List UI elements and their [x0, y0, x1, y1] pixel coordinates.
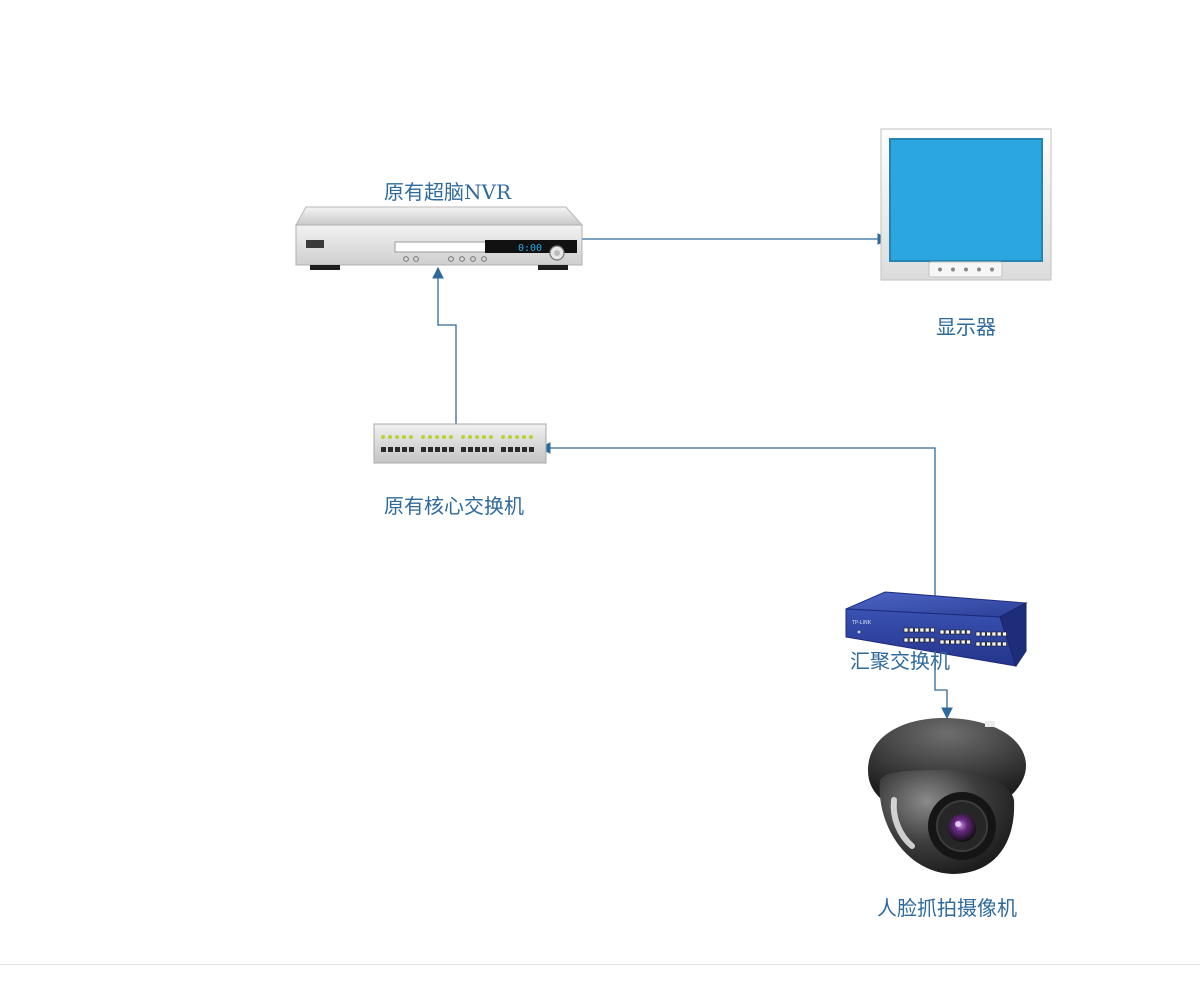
port: [924, 637, 930, 643]
port: [1002, 631, 1007, 637]
port-led: [395, 435, 399, 439]
port: [950, 639, 955, 645]
port: [482, 447, 487, 452]
svg-text:TP-LINK: TP-LINK: [851, 620, 872, 626]
port: [435, 447, 440, 452]
core-switch-ports: [381, 435, 534, 452]
port: [924, 627, 930, 633]
port: [508, 447, 513, 452]
bottom-divider: [0, 964, 1200, 965]
port: [449, 447, 454, 452]
port: [991, 641, 997, 647]
port: [903, 637, 909, 643]
port: [409, 447, 414, 452]
port: [986, 631, 991, 637]
port: [966, 629, 971, 635]
aggregation-switch-ports: [903, 627, 1007, 647]
aggregation-switch-label: 汇聚交换机: [850, 649, 950, 673]
nvr-display-readout: 0:00: [518, 243, 542, 254]
port: [996, 631, 1002, 637]
port: [919, 627, 925, 633]
monitor-icon[interactable]: [880, 128, 1052, 281]
port: [980, 631, 986, 637]
port: [529, 447, 534, 452]
core-switch-label: 原有核心交换机: [384, 494, 524, 518]
port: [955, 629, 961, 635]
port: [944, 629, 950, 635]
port-led: [428, 435, 432, 439]
port-led: [388, 435, 392, 439]
port-led: [442, 435, 446, 439]
edge-core-switch-to-nvr: [432, 266, 457, 424]
port: [515, 447, 520, 452]
port: [395, 447, 400, 452]
nvr-label: 原有超脑NVR: [384, 180, 512, 204]
port: [914, 627, 919, 633]
port: [388, 447, 393, 452]
core-switch-icon[interactable]: [373, 423, 547, 464]
edge-aggregation-to-camera: [934, 662, 953, 720]
port: [975, 641, 981, 647]
port: [919, 637, 925, 643]
port: [501, 447, 506, 452]
port: [930, 627, 935, 633]
port-led: [529, 435, 533, 439]
port: [489, 447, 494, 452]
port: [980, 641, 986, 647]
camera-label: 人脸抓拍摄像机: [877, 896, 1017, 920]
port-led: [468, 435, 472, 439]
port-led: [482, 435, 486, 439]
aggregation-switch-icon[interactable]: TP-LINK: [845, 591, 1028, 668]
port: [461, 447, 466, 452]
port: [381, 447, 386, 452]
port: [522, 447, 527, 452]
port: [903, 627, 909, 633]
port: [1002, 641, 1007, 647]
port: [442, 447, 447, 452]
port-led: [409, 435, 413, 439]
port: [955, 639, 961, 645]
port: [944, 639, 950, 645]
edge-aggregation-to-core-switch: [538, 442, 936, 597]
nvr-recorder-icon[interactable]: [295, 206, 584, 270]
port: [975, 631, 981, 637]
port-led: [501, 435, 505, 439]
port: [930, 637, 935, 643]
monitor-label: 显示器: [936, 315, 996, 339]
port-led: [515, 435, 519, 439]
port: [402, 447, 407, 452]
port: [960, 639, 966, 645]
port-led: [522, 435, 526, 439]
port-led: [489, 435, 493, 439]
port: [475, 447, 480, 452]
port: [950, 629, 955, 635]
port: [914, 637, 919, 643]
port-led: [461, 435, 465, 439]
port-led: [508, 435, 512, 439]
connector-lines: [432, 233, 953, 720]
port: [939, 639, 945, 645]
port-led: [449, 435, 453, 439]
port: [421, 447, 426, 452]
port: [939, 629, 945, 635]
port-led: [421, 435, 425, 439]
port: [960, 629, 966, 635]
dome-camera-icon[interactable]: [868, 718, 1026, 874]
port: [908, 627, 914, 633]
port: [986, 641, 991, 647]
port: [996, 641, 1002, 647]
port: [908, 637, 914, 643]
port-led: [402, 435, 406, 439]
port: [991, 631, 997, 637]
port: [428, 447, 433, 452]
port-led: [475, 435, 479, 439]
port: [966, 639, 971, 645]
port-led: [381, 435, 385, 439]
port: [468, 447, 473, 452]
port-led: [435, 435, 439, 439]
